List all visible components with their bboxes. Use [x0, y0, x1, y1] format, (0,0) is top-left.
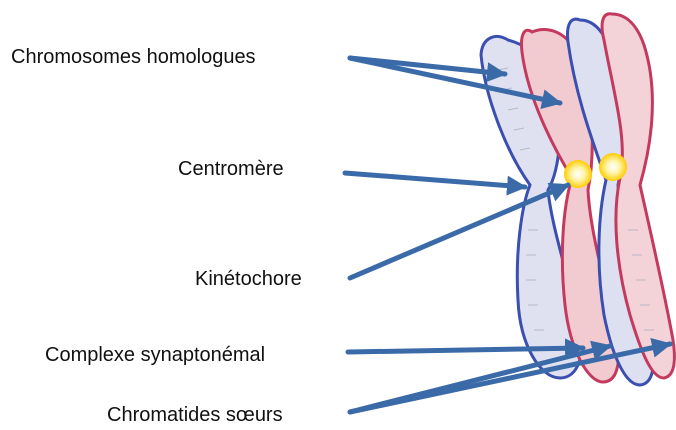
label-sister-chromatids: Chromatides sœurs — [107, 403, 283, 427]
label-kinetochore: Kinétochore — [195, 267, 302, 291]
arrow-centromere — [345, 173, 525, 187]
centromere-right — [599, 153, 627, 181]
arrow-soeurs-2 — [350, 344, 670, 412]
label-synaptonemal-complex: Complexe synaptonémal — [45, 343, 265, 367]
label-centromere: Centromère — [178, 157, 284, 181]
label-homologous-chromosomes: Chromosomes homologues — [11, 45, 256, 69]
